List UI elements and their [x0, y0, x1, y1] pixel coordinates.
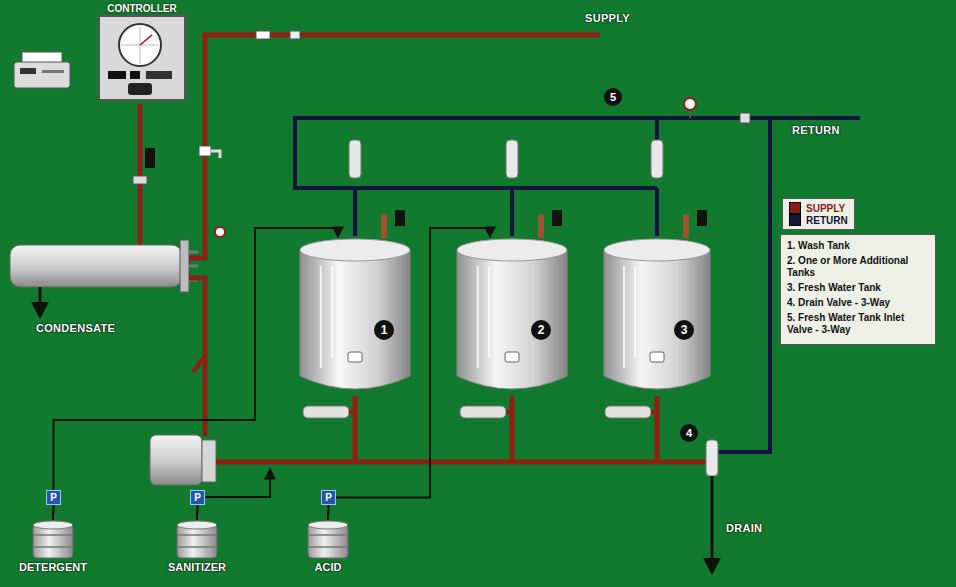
legend-swatch: [789, 202, 801, 214]
drum-body: [306, 520, 350, 560]
key-item: 1. Wash Tank: [787, 240, 929, 252]
callout-number: 2: [531, 320, 551, 340]
legend-row: SUPPLY: [789, 202, 848, 214]
chemical-line: [54, 228, 339, 490]
chemical-line: [52, 505, 55, 520]
callout-number: 5: [604, 88, 622, 106]
drum-body: [31, 520, 75, 560]
drum-holder: [175, 520, 219, 560]
callout-number: 4: [680, 424, 698, 442]
drum-holder: [31, 520, 75, 560]
chemical-line: [327, 505, 330, 520]
supply-pump: [150, 435, 216, 485]
key-item: 2. One or More Additional Tanks: [787, 255, 929, 279]
key-list: 1. Wash Tank 2. One or More Additional Ta…: [780, 234, 936, 345]
heat-exchanger: [10, 240, 198, 292]
tank-body: [602, 236, 712, 398]
line-label: CONDENSATE: [36, 322, 115, 334]
tank: 3: [602, 236, 712, 398]
chemical-drum: ACID: [298, 520, 358, 574]
dosing-pump: P: [190, 490, 205, 505]
drum-body: [175, 520, 219, 560]
drum-holder: [306, 520, 350, 560]
tank: 2: [455, 236, 569, 398]
chart-printer: [14, 52, 70, 88]
legend-text: RETURN: [806, 215, 848, 226]
dosing-pump: P: [46, 490, 61, 505]
legend-row: RETURN: [789, 214, 848, 226]
controller-panel: [100, 17, 180, 99]
tank-body: [298, 236, 412, 398]
key-item: 4. Drain Valve - 3-Way: [787, 297, 929, 309]
line-label: DRAIN: [726, 522, 762, 534]
tank-body: [455, 236, 569, 398]
pump-label: P: [47, 491, 60, 504]
chemical-drum: SANITIZER: [155, 520, 239, 574]
chemical-line: [196, 505, 199, 520]
legend: SUPPLYRETURN: [782, 198, 855, 230]
key-item: 5. Fresh Water Tank Inlet Valve - 3-Way: [787, 312, 929, 336]
legend-swatch: [789, 214, 801, 226]
controller: CONTROLLER: [98, 2, 186, 101]
pump-label: P: [191, 491, 204, 504]
callout-number: 3: [674, 320, 694, 340]
drum-label: SANITIZER: [155, 560, 239, 574]
tank: 1: [298, 236, 412, 398]
tank-top-valves: [349, 140, 663, 178]
callout-number: 1: [374, 320, 394, 340]
controller-title: CONTROLLER: [98, 2, 186, 15]
controller-cabinet: [98, 15, 186, 101]
drum-label: DETERGENT: [10, 560, 96, 574]
dosing-pump: P: [321, 490, 336, 505]
line-label: SUPPLY: [585, 12, 630, 24]
line-label: RETURN: [792, 124, 840, 136]
legend-text: SUPPLY: [806, 203, 845, 214]
chemical-drum: DETERGENT: [10, 520, 96, 574]
drum-label: ACID: [298, 560, 358, 574]
key-item: 3. Fresh Water Tank: [787, 282, 929, 294]
pump-label: P: [322, 491, 335, 504]
tank-outlet-valves: [303, 396, 657, 462]
